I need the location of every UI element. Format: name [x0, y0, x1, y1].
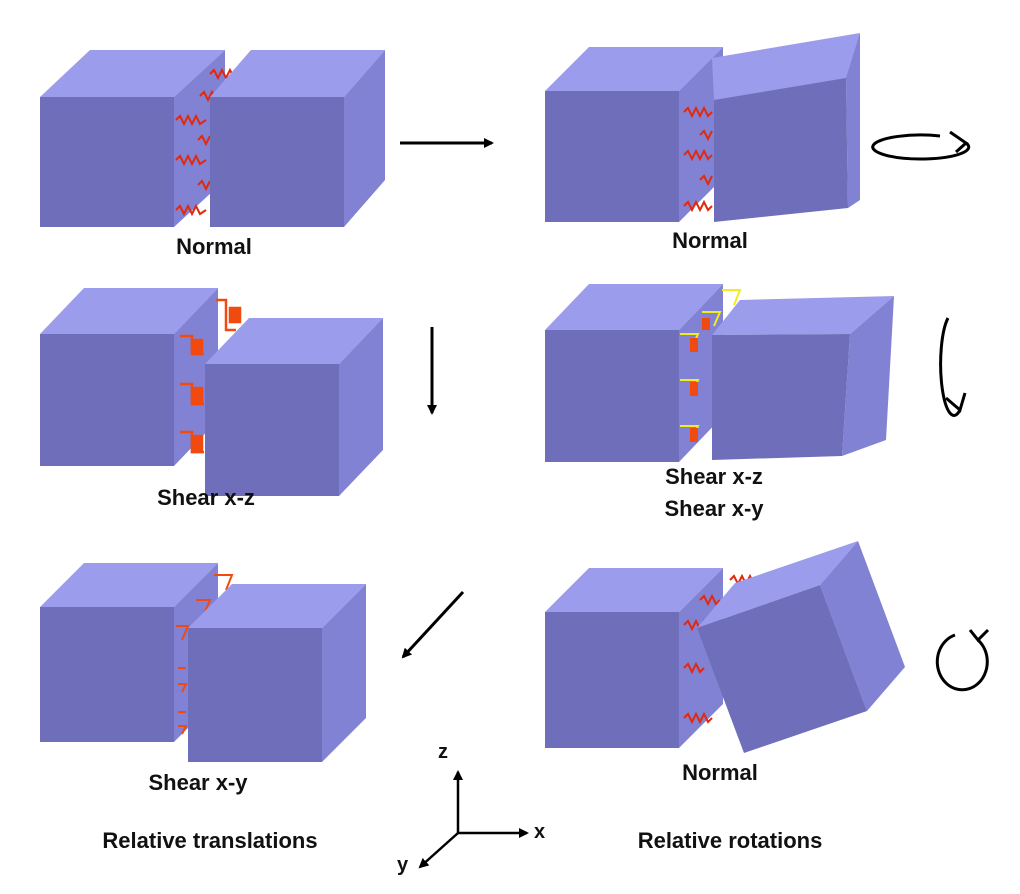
- springs-shear-xz: [180, 298, 242, 454]
- cube-left: [545, 284, 723, 462]
- cube-left: [40, 50, 225, 227]
- axis-label-x: x: [534, 821, 546, 843]
- springs-normal: [683, 105, 713, 213]
- springs-shear-xy: [176, 574, 234, 735]
- label-shear-xy-translation: Shear x-y: [148, 770, 248, 795]
- panel-shear-rotation: [545, 284, 967, 462]
- label-shear-xz-rotation: Shear x-z: [665, 464, 763, 489]
- heading-relative-rotations: Relative rotations: [637, 828, 823, 853]
- panel-shear-xy-translation: [40, 563, 465, 762]
- label-normal-rotation: Normal: [672, 228, 748, 253]
- rotation-circular-icon: [935, 628, 990, 692]
- cube-tilted: [712, 296, 894, 460]
- panel-shear-xz-translation: [40, 288, 437, 496]
- label-normal-rotation-inplane: Normal: [682, 760, 758, 785]
- label-normal-translation: Normal: [176, 234, 252, 259]
- axes-triad: [418, 770, 529, 869]
- y-axis: [418, 832, 459, 869]
- panel-normal-rotation-inplane: [545, 541, 990, 753]
- panel-normal-translation: [40, 50, 494, 227]
- label-shear-xy-rotation: Shear x-y: [664, 496, 764, 521]
- cube-left: [545, 47, 723, 222]
- axis-label-y: y: [397, 854, 409, 876]
- cube-right: [188, 584, 366, 762]
- cube-rotated: [697, 541, 905, 753]
- panel-normal-rotation: [545, 33, 971, 222]
- cube-right: [210, 50, 385, 227]
- cube-right: [205, 318, 383, 496]
- arrow-down-left-icon: [401, 590, 465, 659]
- axis-label-z: z: [438, 741, 448, 763]
- cube-tilted: [712, 33, 860, 222]
- heading-relative-translations: Relative translations: [102, 828, 318, 853]
- rotation-vertical-icon: [939, 317, 967, 417]
- springs-shear: [680, 289, 742, 442]
- rotation-horizontal-icon: [871, 130, 971, 161]
- cube-left: [40, 288, 218, 466]
- cube-left: [545, 568, 723, 748]
- label-shear-xz-translation: Shear x-z: [157, 485, 255, 510]
